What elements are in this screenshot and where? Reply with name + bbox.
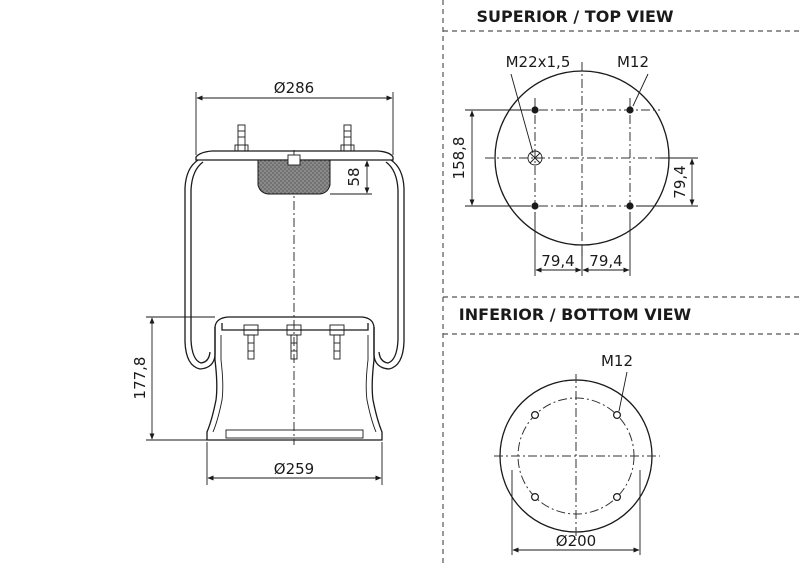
piston-top <box>214 316 375 328</box>
top-bolt-label: M12 <box>617 53 649 71</box>
side-view: Ø286 58 177,8 Ø259 <box>131 79 405 485</box>
piston-bolts <box>243 324 345 360</box>
bottom-bolt-holes <box>530 411 621 502</box>
view-separators <box>442 0 800 565</box>
dim-top-plate-diameter: Ø286 <box>274 79 314 97</box>
bellows-right <box>373 159 405 370</box>
top-view: M22x1,5 M12 158,8 79,4 79,4 79,4 <box>450 53 698 276</box>
bottom-view: M12 Ø200 <box>494 352 660 555</box>
top-studs <box>234 124 355 152</box>
bottom-view-title: INFERIOR / BOTTOM VIEW <box>459 305 692 324</box>
dim-bottom-diameter: Ø200 <box>556 532 596 550</box>
thread-label: M22x1,5 <box>506 53 571 71</box>
air-fitting-block <box>257 159 331 195</box>
dim-height: 177,8 <box>131 357 149 400</box>
dim-piston-diameter: Ø259 <box>274 460 314 478</box>
piston-body <box>206 327 383 441</box>
top-plate <box>195 150 394 161</box>
top-view-title: SUPERIOR / TOP VIEW <box>476 7 673 26</box>
dim-right-spacing: 79,4 <box>589 252 622 270</box>
bottom-bolt-label: M12 <box>601 352 633 370</box>
top-bolt-holes <box>531 106 634 210</box>
bellows-left <box>184 159 216 370</box>
dim-left-spacing: 79,4 <box>541 252 574 270</box>
dim-top-offset: 58 <box>345 167 363 186</box>
air-fitting-port <box>527 150 543 166</box>
dim-vertical-spacing: 158,8 <box>450 137 468 180</box>
dim-right-offset: 79,4 <box>671 165 689 198</box>
